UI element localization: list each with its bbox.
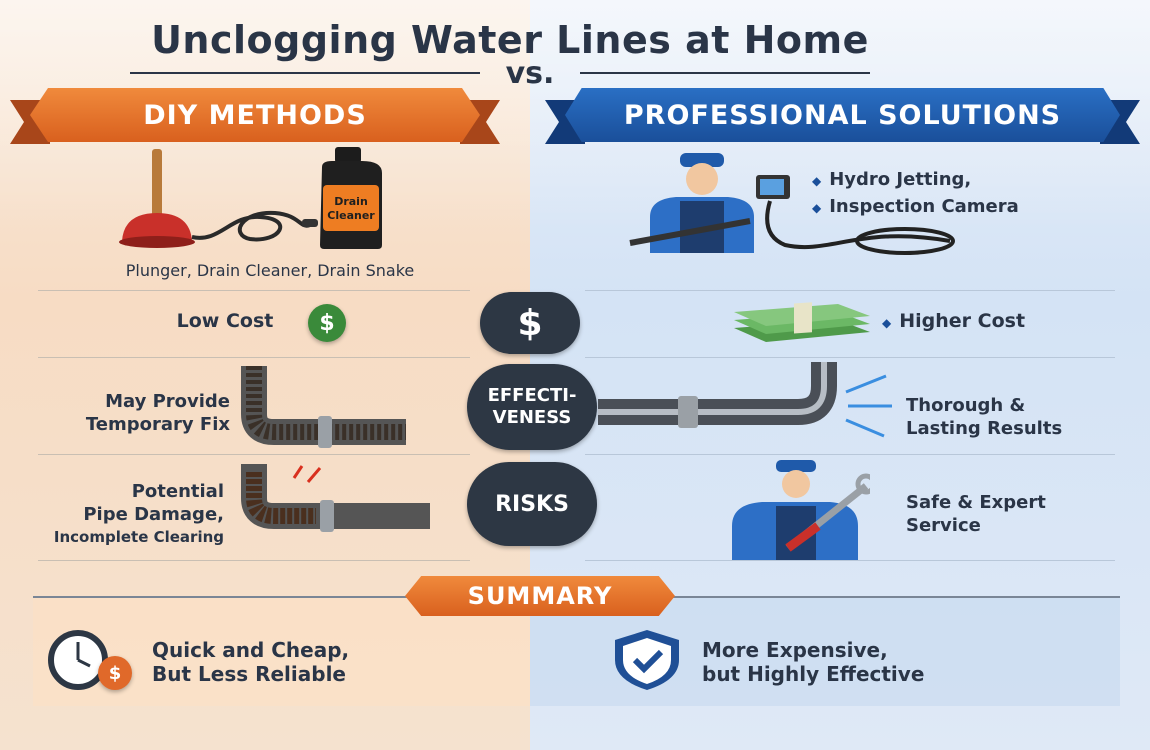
diy-tools-illustration: Drain Cleaner <box>119 147 382 249</box>
pro-header-ribbon: PROFESSIONAL SOLUTIONS <box>565 88 1120 142</box>
row-divider <box>38 290 470 291</box>
pro-technician-illustration <box>629 153 955 255</box>
clean-pipe-icon <box>598 362 892 438</box>
row-divider <box>38 454 470 455</box>
damaged-pipe-icon <box>241 464 430 532</box>
bullet-icon: ◆ <box>812 174 822 188</box>
clogged-pipe-icon <box>241 366 406 448</box>
summary-pro-text: More Expensive, but Highly Effective <box>702 638 925 686</box>
pro-service-item: ◆Inspection Camera <box>812 196 1019 217</box>
pro-services-list: ◆Hydro Jetting, ◆Inspection Camera <box>812 168 1072 220</box>
bullet-icon: ◆ <box>882 316 892 330</box>
cost-category-icon: $ <box>480 292 580 354</box>
dollar-coin-icon: $ <box>308 304 346 342</box>
bottle-label-line2: Cleaner <box>327 209 375 222</box>
bottle-label-line1: Drain <box>334 195 368 208</box>
pro-cost-text: ◆Higher Cost <box>882 310 1026 332</box>
inspection-camera-icon <box>756 175 955 255</box>
technician-wrench-icon <box>732 460 870 560</box>
drain-snake-icon <box>191 210 318 242</box>
summary-diy-text: Quick and Cheap, But Less Reliable <box>152 638 350 686</box>
page-title: Unclogging Water Lines at Home <box>151 18 869 62</box>
drain-cleaner-bottle-icon: Drain Cleaner <box>320 147 382 249</box>
pro-service-item: ◆Hydro Jetting, <box>812 169 972 190</box>
row-divider <box>585 290 1115 291</box>
vs-rule-right <box>580 72 870 74</box>
row-divider <box>585 357 1115 358</box>
coin-icon: $ <box>98 656 132 690</box>
diy-cost-text: Low Cost <box>176 310 274 332</box>
diy-header-ribbon: DIY METHODS <box>30 88 480 142</box>
diy-effectiveness-text: May Provide Temporary Fix <box>85 391 230 435</box>
row-divider <box>585 560 1115 561</box>
risks-category-icon: RISKS <box>467 462 597 546</box>
effectiveness-category-icon: EFFECTI- VENESS <box>467 364 597 450</box>
hydro-jet-wand-icon <box>629 218 751 246</box>
row-divider <box>38 560 470 561</box>
plunger-icon <box>119 149 195 248</box>
diy-risks-text: Potential Pipe Damage, Incomplete Cleari… <box>53 481 224 546</box>
diy-tools-caption: Plunger, Drain Cleaner, Drain Snake <box>125 261 415 280</box>
pro-effectiveness-text: Thorough & Lasting Results <box>906 395 1063 439</box>
shield-check-icon <box>615 630 679 690</box>
pro-risks-text: Safe & Expert Service <box>906 492 1046 536</box>
row-divider <box>585 454 1115 455</box>
bullet-icon: ◆ <box>812 201 822 215</box>
row-divider <box>38 357 470 358</box>
summary-ribbon: SUMMARY <box>405 576 675 616</box>
money-stack-icon <box>734 302 870 342</box>
vs-label: vs. <box>505 56 555 91</box>
vs-rule-left <box>130 72 480 74</box>
